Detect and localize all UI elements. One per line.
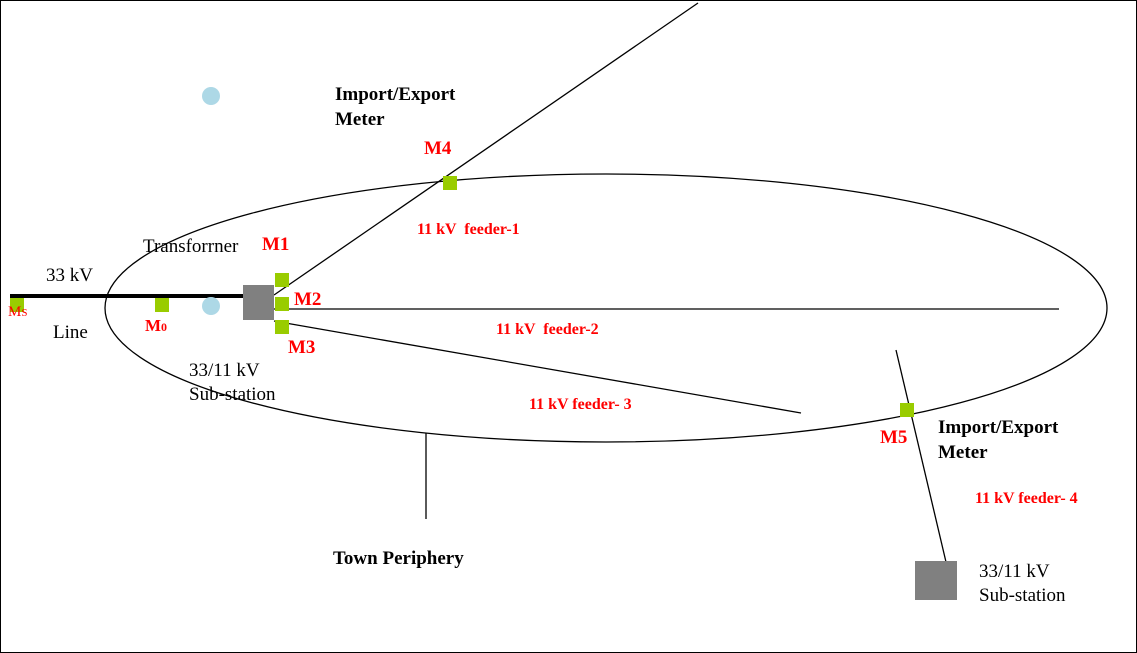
feeder-1-line [273,2,699,296]
meter-ms-label: MS [8,304,28,320]
feeder-3-label: 11 kV feeder- 3 [529,396,632,413]
feeder-1-label: 11 kV feeder-1 [417,221,520,238]
voltage-33kv-label: 33 kV [46,265,93,286]
feeder-2-label: 11 kV feeder-2 [496,321,599,338]
feeder-4-line [895,349,947,563]
substation-left-label-1: 33/11 kV [189,360,260,381]
line-label: Line [53,322,88,343]
meter-m3 [275,320,289,334]
transformer-label: Transforrner [143,236,239,257]
feeder-3-line [273,320,802,414]
substation-right-block [915,561,957,600]
meter-m3-label: M3 [288,337,316,358]
import-export-top-label-1: Import/Export [335,84,456,105]
reference-circle-top [202,87,220,105]
meter-ms [10,298,24,312]
substation-left-block [243,285,274,320]
import-export-top-label-2: Meter [335,109,385,130]
town-periphery-label: Town Periphery [333,548,464,569]
meter-m2-label: M2 [294,289,322,310]
meter-m1 [275,273,289,287]
import-export-right-label-2: Meter [938,442,988,463]
meter-m2 [275,297,289,311]
meter-m0-label: M0 [145,316,168,335]
substation-right-label-1: 33/11 kV [979,561,1050,582]
meter-m0 [155,298,169,312]
meter-m5 [900,403,914,417]
substation-right-label-2: Sub-station [979,585,1066,606]
meter-m4 [443,176,457,190]
meter-m4-label: M4 [424,138,452,159]
meter-m1-label: M1 [262,234,290,255]
reference-circle-substation [202,297,220,315]
meter-m5-label: M5 [880,427,908,448]
import-export-right-label-1: Import/Export [938,417,1059,438]
substation-left-label-2: Sub-station [189,384,276,405]
town-boundary-ellipse [104,173,1108,443]
feeder-4-label: 11 kV feeder- 4 [975,490,1078,507]
